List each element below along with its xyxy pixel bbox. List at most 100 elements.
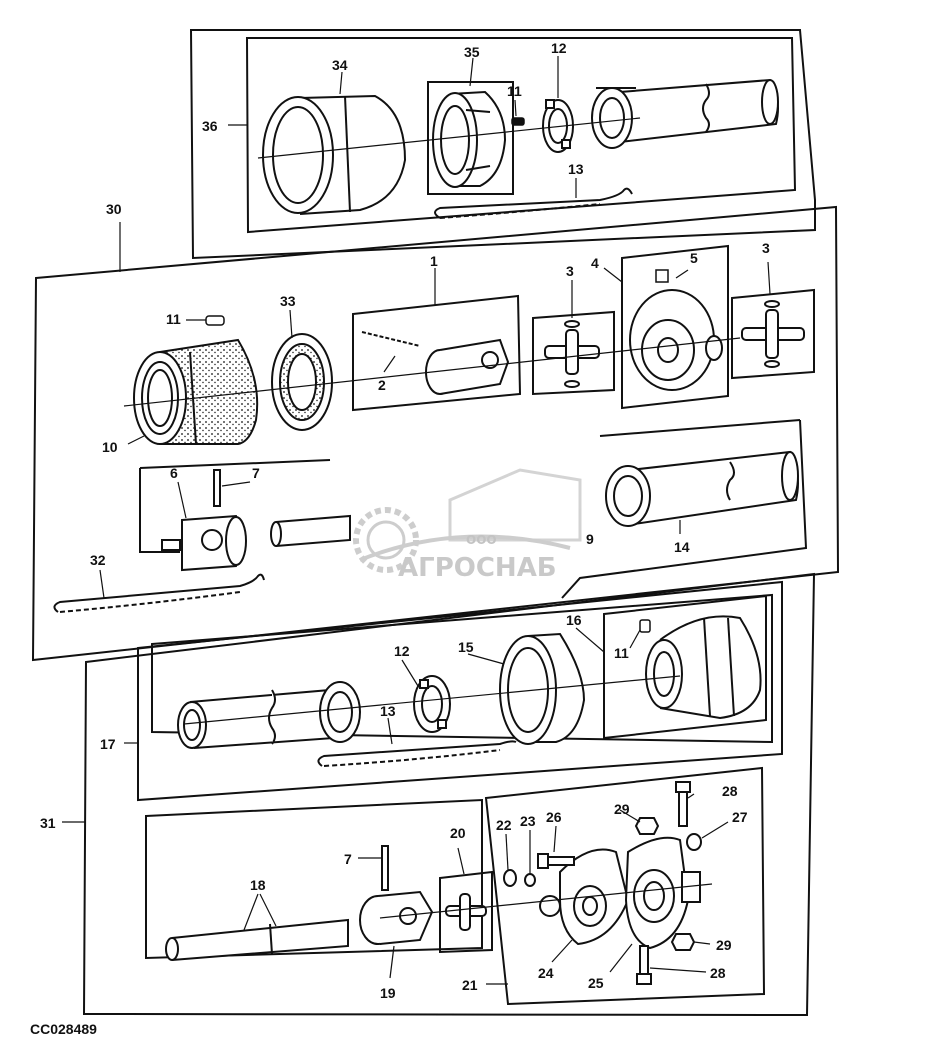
washer-part-23: [524, 873, 536, 887]
inner-shaft-part-18: [165, 918, 349, 961]
callout-26: 26: [546, 809, 562, 825]
inner-shaft-mid: [270, 514, 351, 547]
callout-33: 33: [280, 293, 296, 309]
callout-29-bottom: 29: [716, 937, 732, 953]
watermark-logo: ООО АГРОСНАБ: [353, 468, 582, 583]
figure-code: CC028489: [30, 1021, 97, 1037]
assembly-axis-bottom: [183, 675, 681, 725]
callout-24: 24: [538, 965, 554, 981]
nut-part-29-bottom: [670, 933, 696, 951]
tube-part-17: [177, 681, 361, 749]
callout-15: 15: [458, 639, 474, 655]
callout-11-bottom: 11: [614, 645, 629, 661]
pin-part-7-mid: [213, 469, 221, 507]
washer-part-27: [686, 833, 702, 851]
bolt-part-28-top: [675, 781, 691, 827]
clamp-ring-part-12-bottom: [413, 675, 451, 733]
group-21-frames: [145, 766, 766, 1006]
callout-9: 9: [586, 531, 594, 547]
cross-kit-part-20: [445, 893, 487, 931]
bolt-part-28-bottom: [636, 945, 652, 985]
callout-4: 4: [591, 255, 599, 271]
callout-13-bottom: 13: [380, 703, 396, 719]
group-36-outer-frame: [189, 29, 816, 260]
assembly-axis-lower: [379, 883, 713, 919]
screw-part-11-bottom: [639, 619, 651, 633]
callout-28-top: 28: [722, 783, 738, 799]
bearing-housing-part-15: [499, 632, 586, 745]
flange-half-part-25: [624, 836, 701, 950]
callout-32: 32: [90, 552, 106, 568]
callout-23: 23: [520, 813, 536, 829]
callout-5: 5: [690, 250, 698, 266]
callout-34: 34: [332, 57, 348, 73]
group-30-frame: [31, 205, 840, 662]
callout-11-top: 11: [507, 83, 522, 99]
part-20-box: [439, 870, 493, 954]
screw-part-11-top: [511, 117, 525, 126]
bolt-part-26: [537, 853, 575, 869]
leaders-group-36: [228, 56, 577, 198]
leaders-group-30: [99, 222, 771, 599]
callout-6: 6: [170, 465, 178, 481]
callout-7-bottom: 7: [344, 851, 352, 867]
bearing-housing-part-35: [432, 90, 507, 188]
callout-7-mid: 7: [252, 465, 260, 481]
pin-part-7-bottom: [381, 845, 389, 891]
callout-3-left: 3: [566, 263, 574, 279]
callout-19: 19: [380, 985, 396, 1001]
callout-27: 27: [732, 809, 748, 825]
callout-3-right: 3: [762, 240, 770, 256]
callout-21: 21: [462, 977, 478, 993]
bearing-ring-part-33: [271, 333, 333, 431]
callout-36: 36: [202, 118, 218, 134]
cross-kit-part-3-right: [741, 300, 805, 368]
safety-chain-part-13-top: [434, 187, 633, 219]
callout-2: 2: [378, 377, 386, 393]
callout-18: 18: [250, 877, 266, 893]
group-30-inner-frame: [139, 419, 808, 599]
callout-1: 1: [430, 253, 438, 269]
callout-11-mid: 11: [166, 311, 181, 327]
group-17-frames: [137, 580, 783, 802]
group-36-inner-frame: [245, 37, 797, 234]
callout-16: 16: [566, 612, 582, 628]
shield-cone-part-34: [262, 94, 407, 215]
tube-with-flange-top: [591, 78, 779, 149]
watermark-small-text: ООО: [466, 533, 497, 547]
callout-28-bottom: 28: [710, 965, 726, 981]
yoke-part-19: [359, 890, 434, 945]
screw-part-22: [503, 869, 517, 887]
part-16-box: [603, 594, 767, 740]
assembly-axis-top: [257, 117, 641, 159]
callout-17: 17: [100, 736, 116, 752]
nut-part-29-top: [634, 817, 660, 835]
callout-10: 10: [102, 439, 118, 455]
grease-fitting-part-5: [655, 269, 669, 283]
callout-12-top: 12: [551, 40, 567, 56]
callout-20: 20: [450, 825, 466, 841]
shield-cone-part-16: [645, 615, 762, 720]
callout-22: 22: [496, 817, 512, 833]
outer-shield-part-10: [133, 338, 259, 445]
part-3-box-left: [532, 310, 615, 396]
safety-chain-part-32: [53, 573, 265, 613]
callout-31: 31: [40, 815, 56, 831]
leaders-group-31: [62, 627, 729, 985]
yoke-part-6: [161, 514, 247, 572]
part-3-box-right: [731, 288, 815, 380]
callouts: 34 35 12 11 36 13 30 1 3 4 5 3 11 33 2 1…: [40, 40, 770, 1001]
center-flange-part-4: [629, 289, 723, 391]
part-1-box: [352, 294, 522, 412]
callout-30: 30: [106, 201, 122, 217]
callout-25: 25: [588, 975, 604, 991]
assembly-axis-mid: [123, 337, 741, 407]
callout-35: 35: [464, 44, 480, 60]
watermark-brand-text: АГРОСНАБ: [398, 553, 557, 583]
tube-part-14: [605, 450, 799, 527]
part-4-box: [621, 244, 729, 410]
callout-14: 14: [674, 539, 690, 555]
screw-part-11-mid: [205, 315, 225, 326]
callout-12-bottom: 12: [394, 643, 410, 659]
